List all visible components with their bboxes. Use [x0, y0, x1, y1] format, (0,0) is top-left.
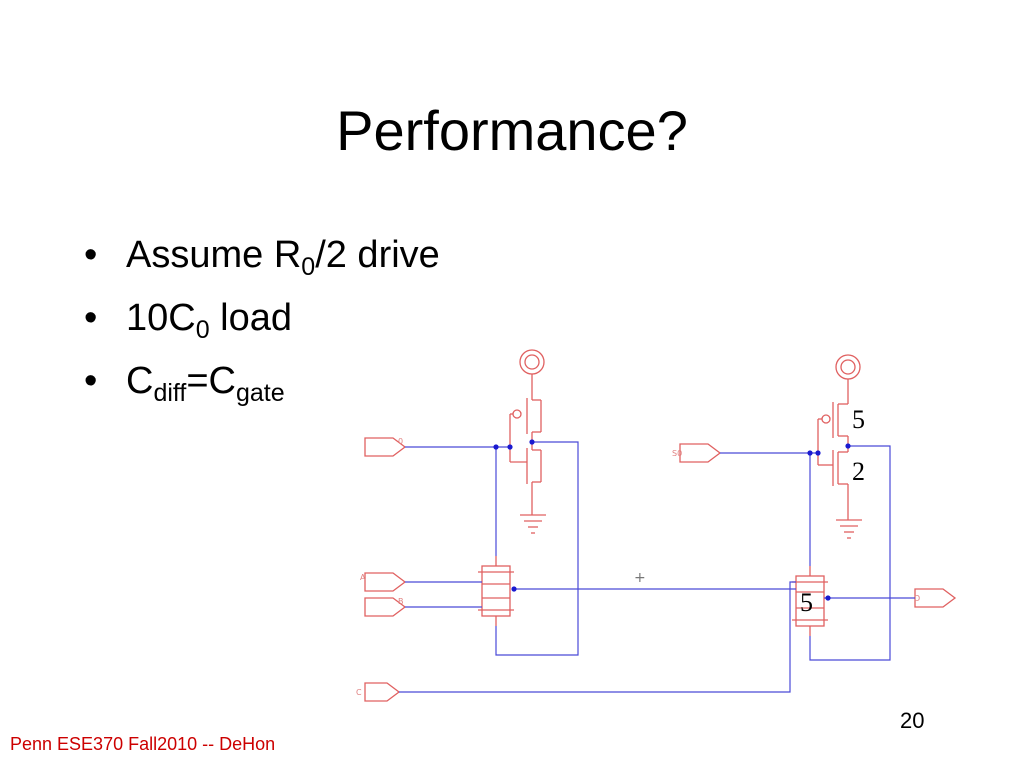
bullet-text: Assume R: [126, 234, 302, 276]
right-pass-gate: [792, 566, 828, 636]
bullet-subscript: 0: [301, 253, 316, 281]
bullet-text: 10C: [126, 297, 196, 339]
left-pmos-transistor: [509, 392, 542, 447]
bullet-subscript: 0: [195, 316, 210, 344]
bullet-text: load: [209, 297, 293, 339]
right-nmos-transistor: [817, 446, 849, 520]
right-vdd-symbol: [835, 354, 861, 398]
right-pmos-size-label: 5: [852, 405, 865, 434]
left-ground-symbol: [520, 514, 546, 534]
pin-label: D: [914, 594, 920, 603]
bullet-item-drive: • Assume R0/2 drive: [84, 232, 440, 281]
bullet-marker: •: [84, 234, 98, 276]
bullet-text: C: [126, 360, 154, 402]
input-pin-right: S0: [672, 443, 722, 463]
bullet-list: • Assume R0/2 drive • 10C0 load • Cdiff=…: [84, 232, 440, 421]
left-nmos-transistor: [509, 442, 542, 515]
bullet-item-cdiff: • Cdiff=Cgate: [84, 358, 440, 407]
bullet-subscript: diff: [153, 379, 187, 407]
bullet-marker: •: [84, 297, 98, 339]
page-number: 20: [900, 708, 925, 733]
right-ground-symbol: [836, 519, 862, 539]
pin-label: 0: [398, 437, 403, 446]
bullet-text: /2 drive: [315, 234, 440, 276]
input-pin-c: C: [356, 682, 401, 702]
left-pass-gate: [478, 556, 514, 626]
bullet-text: =C: [186, 360, 236, 402]
right-nmos-size-label: 2: [852, 457, 865, 486]
right-pmos-transistor: [817, 398, 849, 453]
pin-label: A: [360, 573, 366, 582]
node-marker: +: [634, 570, 646, 586]
pin-label: C: [356, 688, 362, 697]
wire-network: [399, 441, 915, 693]
footer-text: Penn ESE370 Fall2010 -- DeHon: [10, 734, 276, 754]
left-vdd-symbol: [519, 349, 545, 392]
right-pass-gate-size-label: 5: [800, 588, 813, 617]
pin-label: S0: [672, 449, 682, 458]
slide-title: Performance?: [336, 99, 688, 162]
bullet-subscript: gate: [236, 379, 285, 407]
junction-dots: [493, 439, 851, 601]
input-pin-a: A: [360, 572, 407, 592]
input-pin-b: B: [364, 597, 407, 617]
pin-label: B: [398, 597, 404, 606]
output-pin-d: D: [914, 588, 957, 608]
bullet-item-load: • 10C0 load: [84, 295, 440, 344]
input-pin-left: 0: [364, 437, 407, 457]
bullet-marker: •: [84, 360, 98, 402]
